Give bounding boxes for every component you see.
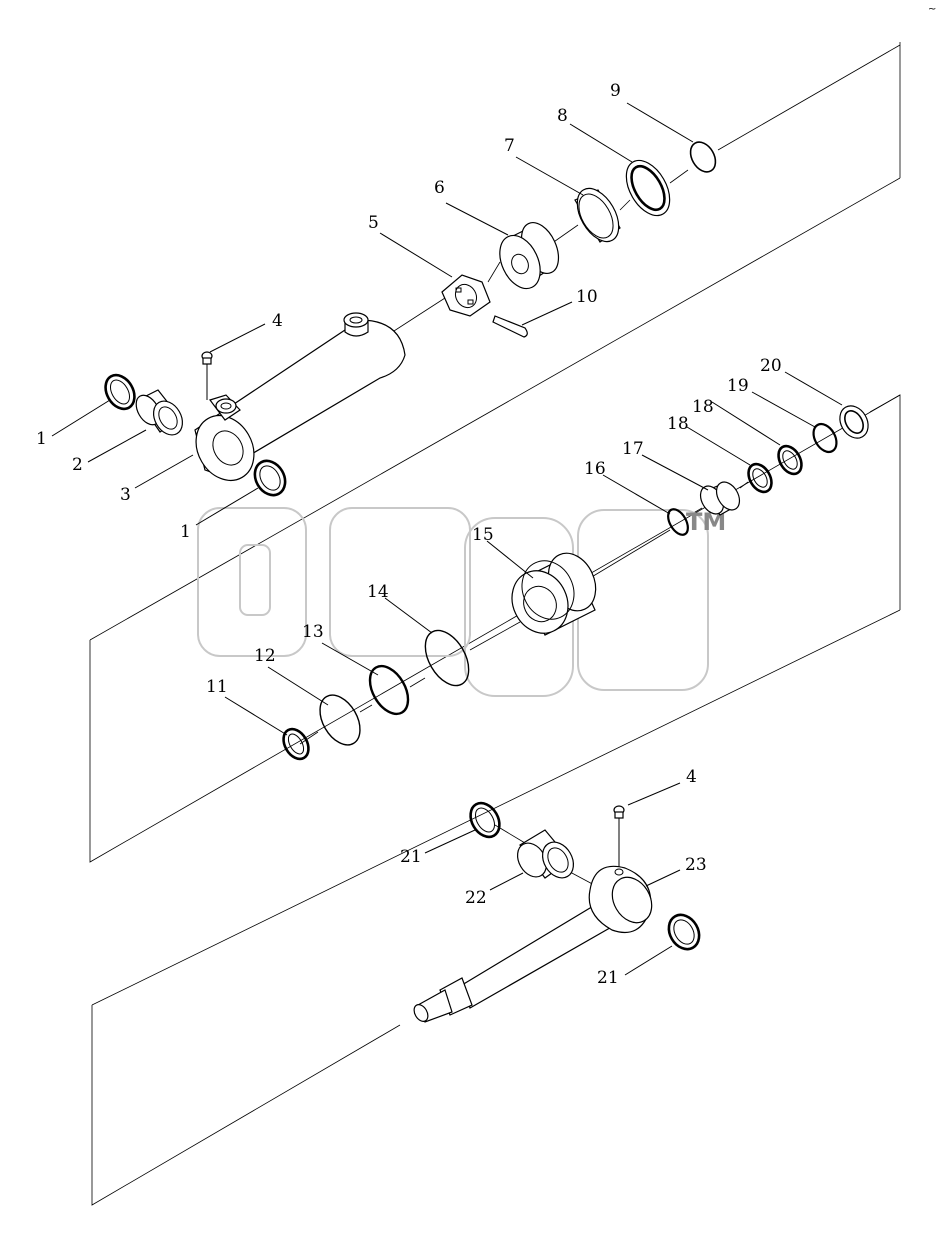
callout-21-bottom: 21 <box>597 968 619 988</box>
part-14-ring <box>424 629 470 687</box>
callout-6: 6 <box>434 178 445 198</box>
callout-12: 12 <box>254 646 276 666</box>
watermark: TM <box>197 507 726 697</box>
callout-1-bottom: 1 <box>180 522 191 542</box>
callout-23: 23 <box>685 855 707 875</box>
callout-leaders <box>51 102 843 976</box>
part-18-ring-b <box>777 444 803 476</box>
callout-5: 5 <box>368 213 379 233</box>
part-19-o-ring <box>812 422 838 454</box>
callout-7: 7 <box>504 136 515 156</box>
callout-21-top: 21 <box>400 847 422 867</box>
callout-10: 10 <box>576 287 598 307</box>
callout-9: 9 <box>610 81 621 101</box>
callout-20: 20 <box>760 356 782 376</box>
part-9-o-ring <box>689 141 717 173</box>
callout-15: 15 <box>472 525 494 545</box>
part-15-gland <box>511 552 597 636</box>
part-21-ring-top <box>469 801 501 839</box>
part-2-bushing <box>135 389 184 436</box>
part-12-ring <box>319 694 361 746</box>
callout-11: 11 <box>206 677 228 697</box>
callout-4-top: 4 <box>272 311 283 331</box>
part-8-seal <box>625 159 671 217</box>
callout-19: 19 <box>727 376 749 396</box>
part-4-grease-fitting-bottom <box>613 805 625 872</box>
callout-1-top: 1 <box>36 429 47 449</box>
group-frame-cylinder <box>89 42 901 863</box>
part-13-o-ring <box>368 664 410 716</box>
part-18-ring-a <box>747 462 773 494</box>
group-frame-rod <box>91 609 901 1206</box>
callout-13: 13 <box>302 622 324 642</box>
part-16-ring <box>667 508 689 536</box>
callout-8: 8 <box>557 106 568 126</box>
part-5-castle-nut <box>441 274 491 317</box>
callout-16: 16 <box>584 459 606 479</box>
part-20-wiper <box>839 405 869 439</box>
corner-mark: ~ <box>928 4 936 15</box>
part-3-cylinder-barrel <box>194 312 406 481</box>
part-22-bushing <box>516 829 575 879</box>
part-4-grease-fitting-top <box>201 351 213 400</box>
part-1-ring-top <box>104 373 136 411</box>
callout-14: 14 <box>367 582 389 602</box>
part-11-ring <box>282 727 310 761</box>
callout-18-b: 18 <box>692 397 714 417</box>
part-21-ring-bottom <box>667 913 701 951</box>
callout-2: 2 <box>72 455 83 475</box>
part-1-ring-bottom <box>253 459 287 497</box>
callout-3: 3 <box>120 485 131 505</box>
part-10-cotter-pin <box>492 315 528 338</box>
callout-4-bottom: 4 <box>686 767 697 787</box>
part-17-bushing <box>699 481 741 516</box>
callout-18-a: 18 <box>667 414 689 434</box>
part-7-wear-ring <box>574 187 621 243</box>
callout-17: 17 <box>622 439 644 459</box>
callout-22: 22 <box>465 888 487 908</box>
callout-labels: 1 2 3 1 4 5 6 7 8 9 10 11 12 13 14 15 16… <box>36 81 782 988</box>
part-23-piston-rod <box>413 865 653 1023</box>
part-6-piston <box>499 222 560 290</box>
